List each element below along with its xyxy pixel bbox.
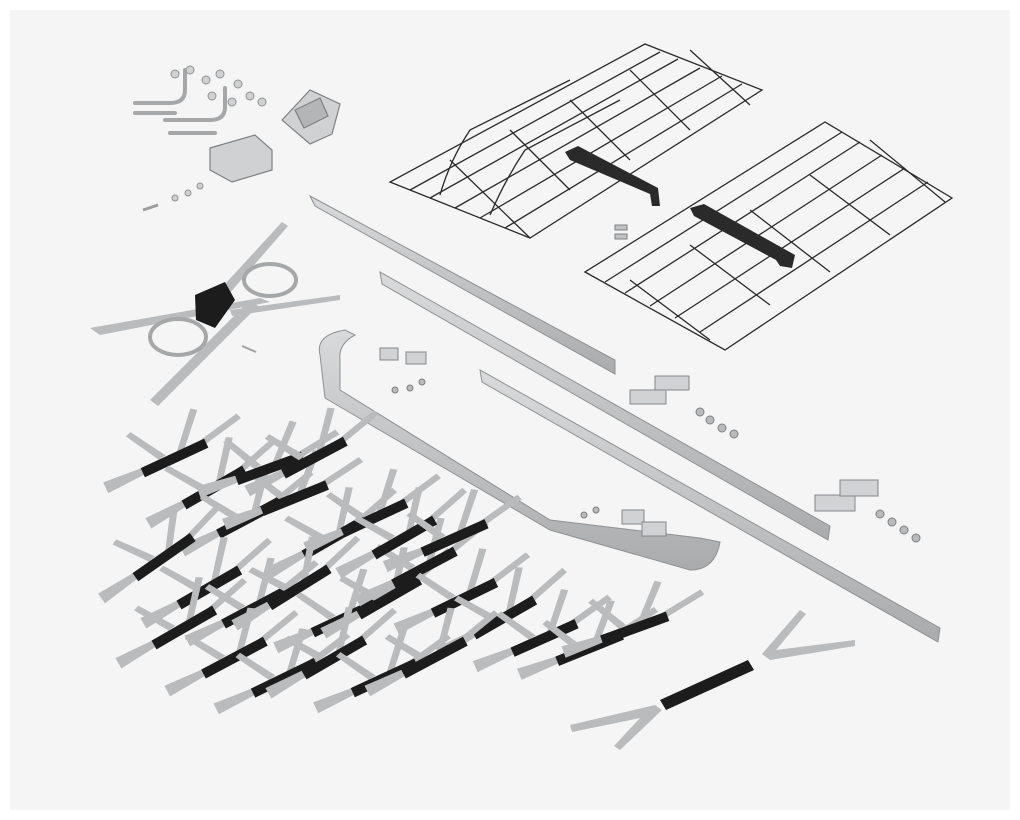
reflector-grid-left (388, 43, 764, 239)
director-element (382, 489, 522, 573)
director-element (364, 607, 499, 697)
nuts-and-washers (170, 65, 267, 202)
director-elements-pile (98, 407, 705, 715)
product-photo (10, 10, 1010, 810)
director-element (115, 577, 248, 669)
director-element (265, 607, 398, 699)
screws-mid (391, 378, 921, 543)
u-bolts (133, 68, 227, 135)
bolt (142, 203, 159, 212)
director-element (103, 408, 241, 494)
grid-bracket-right (690, 204, 795, 268)
grid-bracket-left (565, 146, 660, 206)
dipole-element (90, 222, 340, 406)
loose-director (570, 610, 855, 750)
reflector-grid-right (583, 121, 954, 351)
director-element (231, 535, 361, 631)
director-element (244, 407, 379, 497)
director-element (335, 487, 468, 579)
parts-illustration (90, 43, 954, 750)
director-element (98, 502, 223, 604)
boom-bars (308, 194, 941, 643)
director-element (561, 580, 705, 658)
small-hardware-top (614, 224, 628, 240)
director-element (164, 607, 299, 697)
director-element (303, 468, 441, 554)
boom-clamps (379, 347, 879, 537)
mount-brackets (209, 89, 341, 183)
